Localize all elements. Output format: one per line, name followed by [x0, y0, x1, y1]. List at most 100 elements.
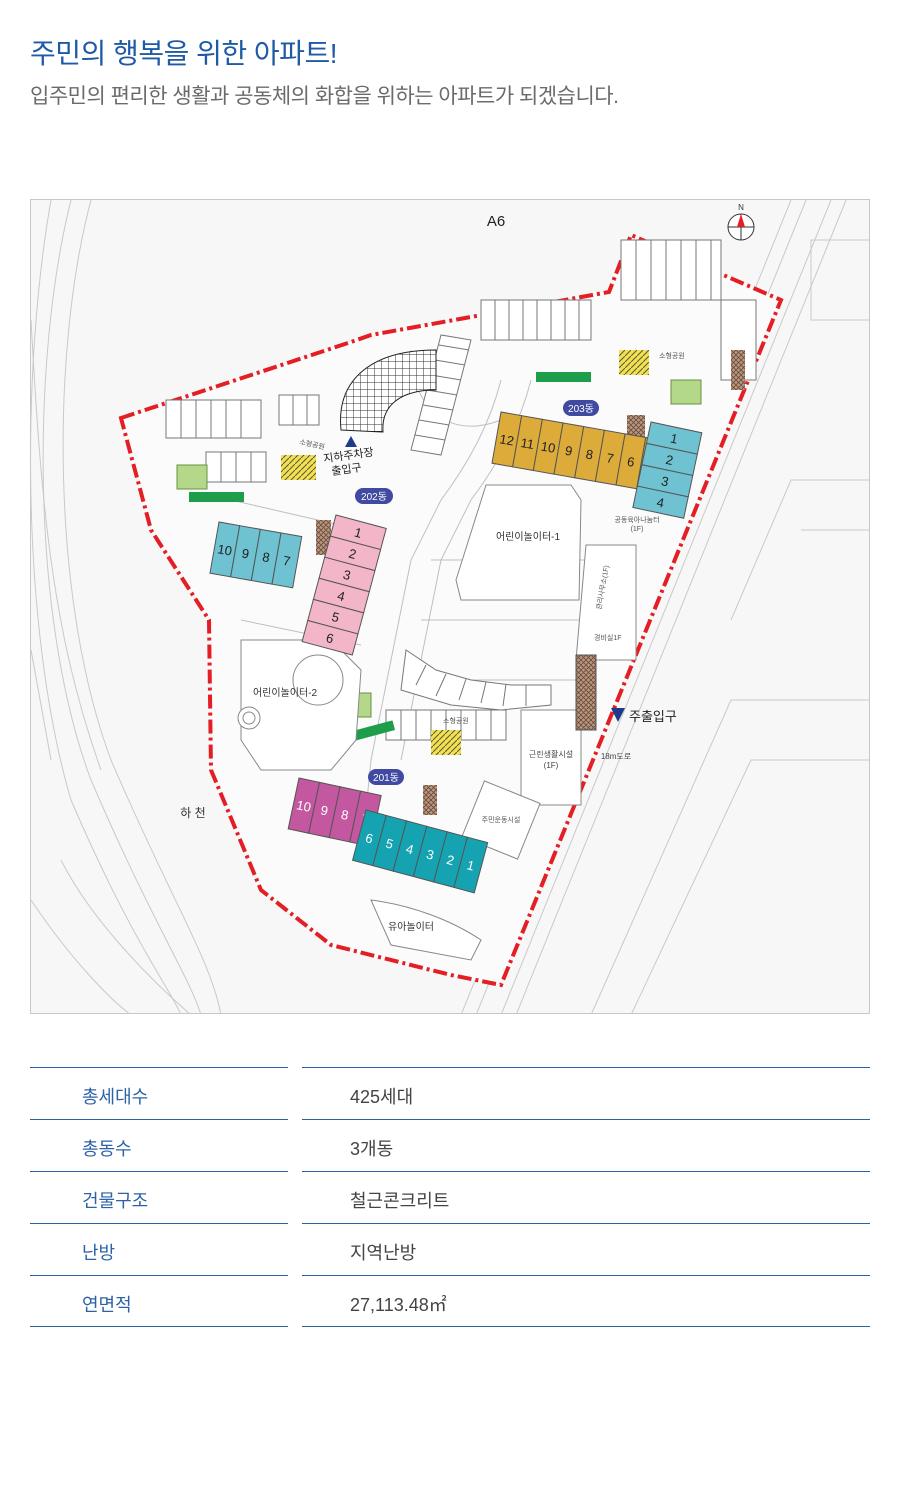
building-unit-number: 6	[324, 630, 335, 646]
building-unit-number: 12	[498, 431, 515, 448]
building-unit-number: 11	[519, 435, 535, 452]
north-label: N	[738, 203, 744, 212]
kids-playground-label: 유아놀이터	[388, 921, 434, 933]
daycare-label-1: 공동육아나눔터	[614, 515, 659, 524]
info-label: 총세대수	[82, 1087, 149, 1107]
row-divider	[302, 1171, 870, 1172]
building-unit-number: 10	[295, 797, 312, 815]
building-unit-number: 5	[330, 609, 341, 625]
building-202-name: 202동	[361, 491, 387, 503]
info-label: 총동수	[82, 1139, 132, 1159]
resident-sports-label: 주민운동시설	[482, 815, 521, 824]
building-unit-number: 3	[660, 473, 670, 489]
row-divider	[30, 1119, 288, 1120]
info-row: 연면적 27,113.48㎡	[30, 1275, 870, 1327]
row-divider	[302, 1067, 870, 1068]
building-unit: 7	[271, 532, 303, 589]
info-value: 철근콘크리트	[350, 1191, 450, 1211]
info-value: 지역난방	[350, 1243, 417, 1263]
building-201-badge	[368, 769, 404, 785]
river-label: 하 천	[180, 805, 205, 820]
info-value: 425세대	[350, 1087, 414, 1107]
north-compass-icon	[727, 213, 755, 241]
building-unit-number: 6	[626, 454, 636, 470]
small-park-label-3: 소형공원	[443, 716, 469, 725]
row-divider	[302, 1275, 870, 1276]
info-row: 난방 지역난방	[30, 1223, 870, 1275]
building-unit: 4	[632, 485, 689, 519]
row-divider	[30, 1275, 288, 1276]
recycle-areas	[176, 350, 745, 815]
road-label: 18m도로	[601, 752, 631, 761]
building-unit: 1	[453, 836, 489, 894]
building-unit-number: 4	[336, 588, 347, 604]
info-row: 총세대수 425세대	[30, 1067, 870, 1119]
info-row: 건물구조 철근콘크리트	[30, 1171, 870, 1223]
info-label: 건물구조	[82, 1191, 149, 1211]
neighborhood-facility-label-2: (1F)	[544, 761, 559, 770]
block-label: A6	[487, 213, 505, 230]
building-201-name: 201동	[373, 772, 399, 784]
guard-room-label: 경비실1F	[594, 633, 622, 642]
building-unit: 10	[287, 777, 321, 834]
building-unit: 10	[209, 521, 241, 578]
playground-2-label: 어린이놀이터-2	[253, 687, 318, 699]
building-203-name: 203동	[568, 403, 594, 415]
info-label: 난방	[82, 1243, 116, 1263]
main-entrance-label: 주출입구	[629, 709, 677, 724]
row-divider	[302, 1223, 870, 1224]
site-boundary	[118, 232, 784, 988]
row-divider	[302, 1326, 870, 1327]
building-unit: 12	[491, 411, 523, 468]
small-park-label-2: 소형공원	[659, 351, 685, 360]
row-divider	[30, 1223, 288, 1224]
building-unit-number: 6	[364, 830, 375, 846]
building-unit-number: 1	[465, 857, 476, 873]
building-202-badge	[355, 488, 393, 504]
building-unit-number: 9	[319, 802, 329, 818]
row-divider	[302, 1119, 870, 1120]
building-unit-number: 3	[341, 567, 352, 583]
building-unit-number: 9	[241, 546, 251, 562]
parking-entrance-dome	[340, 349, 437, 447]
parking-entrance-label-2: 출입구	[331, 461, 363, 478]
building-unit-number: 2	[347, 546, 358, 562]
building-unit-number: 4	[404, 841, 415, 857]
neighborhood-facility-label-1: 근린생활시설	[529, 749, 573, 759]
building-unit-number: 1	[669, 430, 679, 446]
building-unit-number: 1	[353, 525, 364, 541]
building-unit-number: 3	[425, 846, 436, 862]
main-entrance-marker	[611, 708, 625, 722]
building-unit-number: 4	[655, 495, 665, 511]
building-unit-number: 9	[564, 443, 574, 459]
building-unit: 6	[301, 619, 359, 656]
building-202-wing-a: 1 2 3 4 5 6	[301, 514, 387, 656]
row-divider	[30, 1067, 288, 1068]
building-203-badge	[563, 400, 599, 416]
building-unit-number: 5	[384, 836, 395, 852]
site-plan: 지하주차장 출입구 소형공원 소형공원 소형공원 어린이놀이터-1 어린이놀이터…	[30, 199, 870, 1014]
row-divider	[30, 1326, 288, 1327]
info-row: 총동수 3개동	[30, 1119, 870, 1171]
facility-shapes	[237, 484, 637, 961]
building-unit-number: 8	[585, 446, 595, 462]
page-subtitle: 입주민의 편리한 생활과 공동체의 화합을 위하는 아파트가 되겠습니다.	[30, 85, 619, 108]
info-value: 27,113.48㎡	[350, 1295, 447, 1315]
page-title: 주민의 행복을 위한 아파트!	[30, 38, 337, 69]
daycare-label-2: (1F)	[631, 526, 644, 533]
building-unit-number: 8	[261, 549, 271, 565]
info-value: 3개동	[350, 1139, 394, 1159]
building-unit-number: 2	[445, 852, 456, 868]
building-unit-number: 10	[216, 541, 233, 558]
building-unit-number: 10	[540, 439, 557, 456]
info-label: 연면적	[82, 1295, 132, 1315]
parking-entrance-marker	[345, 436, 357, 447]
row-divider	[30, 1171, 288, 1172]
